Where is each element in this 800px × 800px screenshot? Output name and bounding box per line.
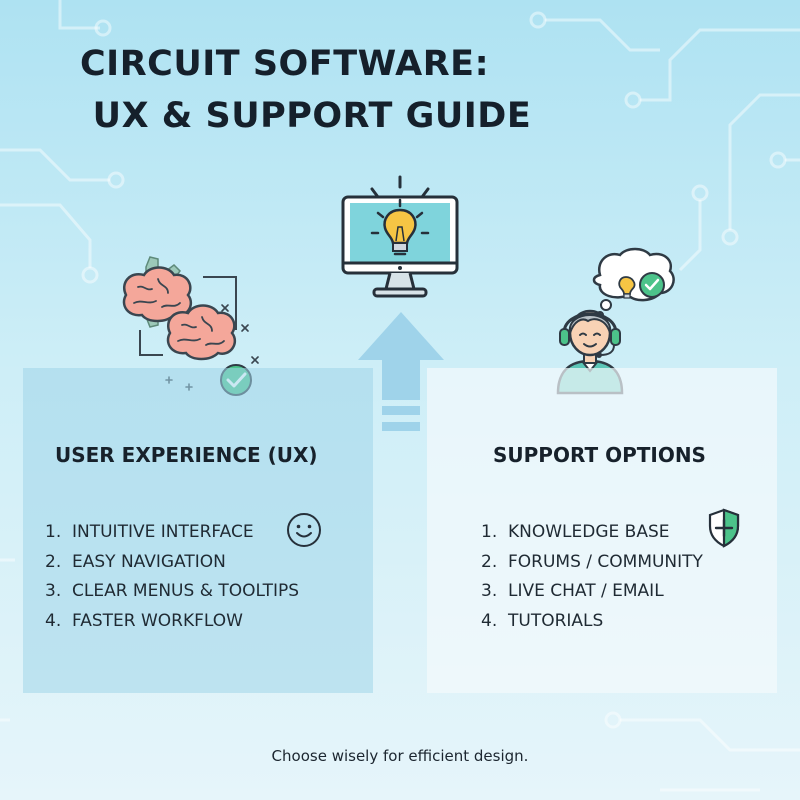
up-arrow-icon	[358, 312, 444, 431]
support-panel: SUPPORT OPTIONS 1. KNOWLEDGE BASE 2. FORUM…	[427, 368, 777, 693]
title-line-1: CIRCUIT SOFTWARE:	[80, 44, 490, 84]
list-item-number: 3.	[481, 581, 498, 601]
list-item: 2. FORUMS / COMMUNITY	[481, 548, 703, 578]
ux-panel: USER EXPERIENCE (UX) 1. INTUITIVE INTERFA…	[23, 368, 373, 693]
list-item-label: CLEAR MENUS & TOOLTIPS	[72, 581, 300, 601]
list-item: 2. EASY NAVIGATION	[45, 548, 299, 578]
monitor-lightbulb-icon	[341, 175, 459, 298]
ux-panel-heading: USER EXPERIENCE (UX)	[55, 443, 318, 467]
list-item-label: EASY NAVIGATION	[72, 551, 226, 572]
list-item: 3. LIVE CHAT / EMAIL	[481, 577, 703, 607]
support-panel-heading: SUPPORT OPTIONS	[493, 443, 706, 467]
list-item-label: FORUMS / COMMUNITY	[508, 551, 703, 572]
list-item-number: 3.	[45, 581, 62, 601]
shield-plus-icon	[708, 508, 740, 548]
support-list: 1. KNOWLEDGE BASE 2. FORUMS / COMMUNITY 3.…	[481, 518, 703, 636]
list-item-number: 4.	[45, 610, 62, 631]
page-title: CIRCUIT SOFTWARE: UX & SUPPORT GUIDE	[80, 38, 531, 142]
smiley-icon	[287, 513, 321, 547]
list-item-label: FASTER WORKFLOW	[72, 610, 243, 631]
list-item-number: 2.	[45, 551, 62, 572]
list-item: 4. FASTER WORKFLOW	[45, 607, 299, 637]
list-item: 3. CLEAR MENUS & TOOLTIPS	[45, 577, 299, 607]
list-item-label: INTUITIVE INTERFACE	[72, 522, 254, 542]
footer-caption: Choose wisely for efficient design.	[271, 747, 529, 765]
list-item-label: TUTORIALS	[508, 610, 604, 631]
list-item-number: 4.	[481, 610, 498, 631]
list-item-label: KNOWLEDGE BASE	[508, 522, 670, 542]
list-item: 4. TUTORIALS	[481, 607, 703, 637]
list-item: 1. KNOWLEDGE BASE	[481, 518, 703, 548]
list-item-number: 2.	[481, 551, 498, 572]
title-line-2: UX & SUPPORT GUIDE	[80, 96, 532, 136]
list-item-number: 1.	[481, 522, 498, 542]
ux-list: 1.INTUITIVE INTERFACE 2.EASY NAVIGATION …	[45, 518, 299, 636]
list-item: 1. INTUITIVE INTERFACE	[45, 518, 299, 548]
list-item-label: LIVE CHAT / EMAIL	[508, 581, 664, 601]
list-item-number: 1.	[45, 522, 62, 542]
